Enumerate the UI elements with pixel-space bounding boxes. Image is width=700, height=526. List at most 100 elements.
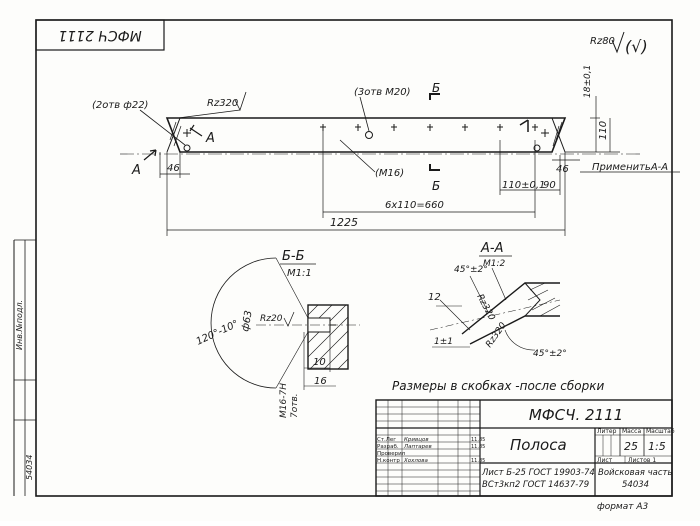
tb-doc-number: МФСЧ. 2111 — [529, 406, 623, 424]
hole-mark — [427, 124, 433, 131]
tb-sheets-label: Листов 1 — [628, 457, 656, 464]
dim-1225: 1225 — [330, 216, 358, 229]
view-aa-angle-bottom: 45°±2° — [533, 349, 567, 359]
dim-110-right: 110±0,1 — [502, 180, 545, 191]
hole-mark — [320, 124, 326, 131]
format-label: формат А3 — [597, 502, 648, 512]
stamp-top-label: МФСЧ 2111 — [58, 27, 142, 43]
leader-holes-22 — [139, 109, 186, 146]
tb-part-name: Полоса — [510, 436, 567, 454]
tb-scale-header: Масштаб — [646, 428, 675, 435]
view-arrow-far-right — [519, 119, 529, 132]
view-aa-angle-arc — [504, 329, 536, 351]
section-bb-d16: 16 — [314, 376, 327, 387]
section-mark-top: Б — [432, 81, 440, 95]
hole-mark — [532, 124, 538, 131]
tb-row-name: Хохлова — [403, 458, 429, 464]
view-aa-angle-top: 45°±2° — [454, 265, 488, 275]
tb-row-date: 11.85 — [471, 444, 485, 450]
view-aa: А-А М1:2 45°±2° Rz320 12 1±1 Rz320 45°±2… — [428, 241, 567, 359]
view-aa-edge — [469, 315, 560, 345]
hole-circle — [183, 144, 191, 152]
tb-row-role: Проверил — [377, 451, 406, 457]
hole-circle — [365, 131, 373, 139]
side-inv-number: 54034 — [25, 455, 34, 480]
hatch-right — [552, 121, 563, 147]
leader-m16 — [339, 139, 376, 173]
leader-m20 — [359, 96, 370, 132]
view-aa-edge — [461, 282, 560, 335]
tb-scale-value: 1:5 — [648, 440, 666, 453]
leader-rz320 — [177, 109, 241, 119]
view-arrow-right — [189, 124, 203, 137]
tb-row-role: Н.контр — [377, 458, 400, 464]
hole-circle — [533, 144, 541, 152]
view-mark-left: А — [131, 163, 141, 178]
section-bb-angle-leg — [275, 257, 309, 319]
note-apply: ПрименитьА-А — [592, 162, 668, 173]
tb-lit-header: Литер — [597, 428, 617, 435]
hole-mark — [355, 124, 361, 131]
note-threads-m20: (3отв М20) — [354, 87, 411, 98]
roughness-320: Rz320 — [207, 98, 238, 109]
dim-660: 6х110=660 — [385, 200, 444, 211]
note-brackets: Размеры в скобках -после сборки — [392, 379, 604, 393]
note-holes-22: (2отв ф22) — [92, 100, 148, 111]
title-block: Ст.Лег Кривцов 11.85 Разраб. Лаптарев 11… — [375, 399, 675, 497]
tb-org-line2: 54034 — [622, 480, 649, 490]
view-arrow-left — [143, 149, 157, 161]
section-cut-mark — [429, 164, 440, 171]
sheet-frame — [35, 19, 673, 497]
section-bb-rz-icon — [283, 311, 295, 327]
strip-chamfer-right — [551, 117, 566, 153]
tb-mass-header: Масса — [622, 428, 641, 435]
dim-line-12 — [439, 299, 471, 331]
view-mark-right: А — [205, 131, 215, 146]
hole-mark — [497, 124, 503, 131]
main-part-view — [120, 117, 640, 155]
hole-mark — [183, 129, 191, 137]
section-bb-angle-arc — [210, 257, 277, 389]
section-bb-d10: 10 — [313, 357, 326, 368]
section-bb-plate — [307, 304, 349, 370]
view-aa-hatch — [527, 282, 561, 317]
hole-mark — [391, 124, 397, 131]
section-bb-rz: Rz20 — [260, 314, 283, 324]
tb-mass-value: 25 — [624, 440, 638, 453]
view-aa-chamfer: 1±1 — [434, 337, 453, 347]
tb-org-line1: Войсковая часть — [598, 468, 672, 478]
tb-sheet-label: Лист — [597, 457, 613, 464]
tb-row-name: Лаптарев — [403, 444, 432, 450]
tb-row-name: Кривцов — [404, 437, 429, 443]
hole-mark — [462, 124, 468, 131]
view-aa-ext — [469, 275, 489, 313]
view-aa-axis — [429, 299, 561, 331]
section-bb-scale: М1:1 — [287, 268, 312, 279]
tb-row-date: 11.85 — [471, 437, 485, 443]
dim-90: 90 — [543, 180, 556, 191]
hatch-left — [169, 121, 182, 147]
section-cut-mark — [429, 93, 440, 100]
tb-material-line1: Лист Б-25 ГОСТ 19903-74 — [481, 468, 595, 478]
dim-18: 18±0,1 — [583, 65, 593, 98]
title-block-frame — [375, 399, 673, 497]
view-aa-title: А-А — [480, 241, 503, 256]
view-aa-scale: М1:2 — [483, 259, 506, 269]
tb-row-date: 11.85 — [471, 458, 485, 464]
hole-markers — [183, 124, 549, 137]
roughness-general: Rz80 — [590, 36, 615, 47]
section-bb-angle-leg — [275, 331, 309, 389]
note-m16: (М16) — [375, 168, 404, 179]
strip-chamfer-left — [166, 117, 181, 153]
hole-mark — [541, 129, 549, 137]
roughness-general-check: (√) — [625, 37, 648, 56]
section-mark-bottom: Б — [432, 179, 440, 193]
section-bb-title: Б-Б — [282, 249, 305, 264]
tb-material-line2: ВСт3кп2 ГОСТ 14637-79 — [482, 480, 589, 490]
view-aa-ext — [491, 267, 507, 301]
dim-46-right: 46 — [556, 164, 569, 175]
section-bb-thread-note2: 7отв. — [290, 393, 300, 418]
view-aa-rz-top: Rz320 — [474, 293, 496, 323]
section-bb-thread-note: М16-7Н — [279, 383, 289, 418]
